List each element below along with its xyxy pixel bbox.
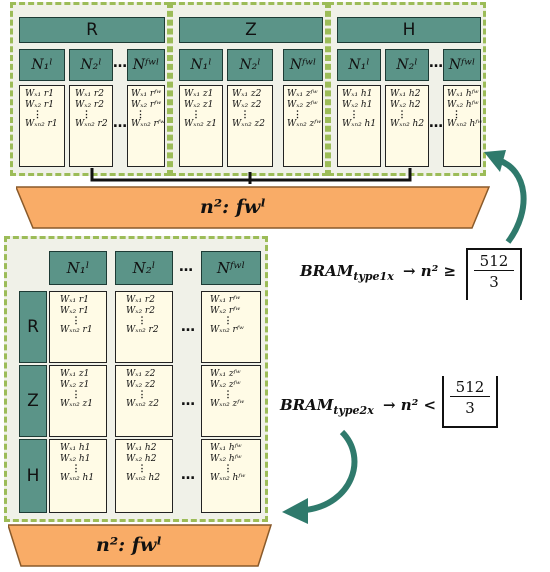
- ellipsis: …: [179, 259, 193, 275]
- neuron-header-1: N₁ˡ: [179, 49, 223, 81]
- neuron-header-2: N₂ˡ: [69, 49, 113, 81]
- row-header-z: Z: [19, 365, 47, 437]
- neuron-header-2: N₂ˡ: [115, 251, 173, 285]
- bram-block-bottom-shape: [8, 524, 272, 567]
- neuron-header-2: N₂ˡ: [227, 49, 273, 81]
- group-header: H: [337, 17, 481, 43]
- ellipsis: …: [113, 115, 127, 131]
- bram-block-bottom-label: n²: fwˡ: [96, 534, 162, 556]
- neuron-header-fw: Nᶠʷˡ: [443, 49, 481, 81]
- curved-arrow-up-icon: [484, 150, 527, 244]
- ellipsis: …: [113, 55, 127, 71]
- curved-arrow-down-icon: [282, 429, 358, 524]
- ellipsis: …: [429, 55, 443, 71]
- neuron-header-1: N₁ˡ: [19, 49, 65, 81]
- ellipsis: …: [181, 393, 195, 409]
- condition-type2: BRAMtype2x → n² <: [280, 396, 437, 417]
- neuron-header-fw: Nᶠʷˡ: [283, 49, 323, 81]
- bram-block-top-label: n²: fwˡ: [200, 196, 266, 218]
- neuron-header-1: N₁ˡ: [337, 49, 381, 81]
- ellipsis: …: [429, 115, 443, 131]
- condition-type1-fraction: 512 3: [466, 248, 522, 300]
- bram-block-top-shape: [16, 186, 490, 229]
- neuron-header-fw: Nᶠʷˡ: [127, 49, 165, 81]
- ellipsis: …: [181, 319, 195, 335]
- neuron-header-2: N₂ˡ: [385, 49, 429, 81]
- condition-type1: BRAMtype1x → n² ≥: [300, 262, 457, 283]
- top-bracket: [90, 168, 412, 184]
- condition-type2-fraction: 512 3: [442, 376, 498, 428]
- row-header-h: H: [19, 439, 47, 513]
- neuron-header-fw: Nᶠʷˡ: [201, 251, 261, 285]
- group-header: Z: [179, 17, 323, 43]
- ellipsis: …: [181, 467, 195, 483]
- row-header-r: R: [19, 291, 47, 363]
- group-header: R: [19, 17, 165, 43]
- neuron-header-1: N₁ˡ: [49, 251, 107, 285]
